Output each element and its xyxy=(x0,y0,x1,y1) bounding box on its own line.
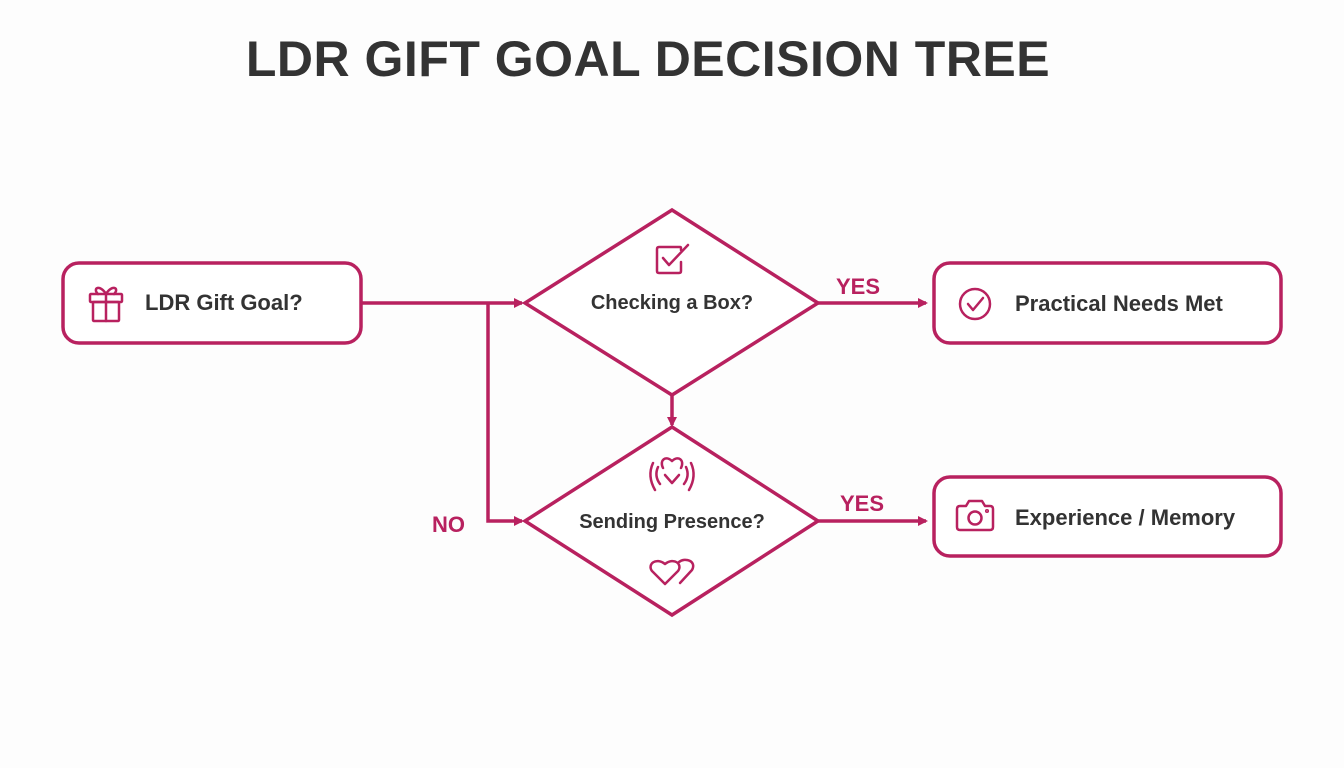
heart-signal-icon xyxy=(649,457,695,492)
decision1-label: Checking a Box? xyxy=(590,292,754,314)
page-title: LDR GIFT GOAL DECISION TREE xyxy=(245,31,1051,87)
edge-yes1-label: YES xyxy=(836,274,881,299)
gift-icon xyxy=(88,286,124,323)
outcome2-label: Experience / Memory xyxy=(1015,505,1236,530)
outcome1-box xyxy=(932,261,1283,345)
outcome1-label: Practical Needs Met xyxy=(1015,291,1223,316)
decision2-diamond xyxy=(521,424,822,618)
check-circle-icon xyxy=(958,287,992,321)
checkbox-icon xyxy=(655,243,690,275)
edge-yes2-label: YES xyxy=(840,491,885,516)
camera-icon xyxy=(955,499,995,532)
decision2-label: Sending Presence? xyxy=(579,511,765,533)
outcome2-box xyxy=(932,475,1283,558)
edge-no-label: NO xyxy=(432,512,465,537)
start-node-label: LDR Gift Goal? xyxy=(145,290,303,315)
two-hearts-icon xyxy=(649,558,695,586)
edge-no xyxy=(486,303,524,526)
